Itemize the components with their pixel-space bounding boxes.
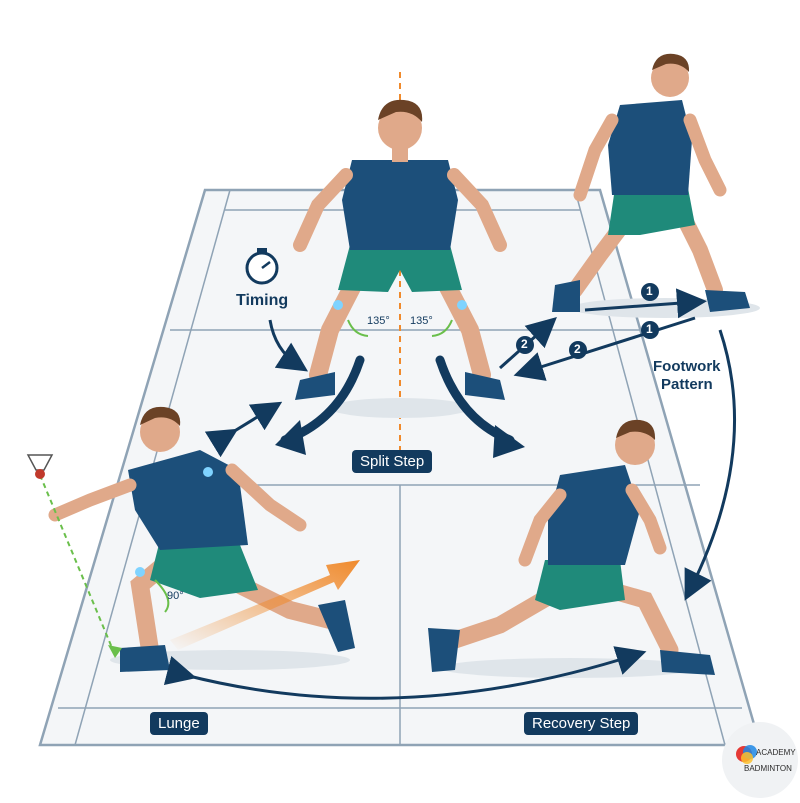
player-lunge [48, 406, 355, 672]
angle-label-right: 135° [410, 315, 433, 327]
split-step-label: Split Step [352, 450, 433, 473]
player-split-step [293, 99, 507, 418]
lunge-label: Lunge [150, 712, 208, 735]
lunge-link-arrow [204, 401, 283, 458]
angle-label-lunge: 90° [167, 590, 184, 602]
lunge-motion-arrow [170, 560, 360, 650]
step-badge-mid-1 [641, 321, 659, 339]
recovery-step-label: Recovery Step [524, 712, 639, 735]
timing-arrow [268, 319, 309, 372]
step-badge-lower-2 [569, 341, 587, 359]
step-number-lower-2: 2 [574, 342, 581, 356]
step-number-mid-1: 1 [646, 322, 653, 336]
player-top-right [552, 53, 760, 318]
step-arrow-mid-1 [513, 316, 696, 381]
step-badge-upper-2 [516, 336, 534, 354]
step-number-upper-2: 2 [521, 337, 528, 351]
step-number-top-1: 1 [646, 284, 653, 298]
footwork-label-line2: Pattern [661, 376, 713, 393]
logo-text-line2: BADMINTON [744, 764, 792, 773]
shuttlecock-icon [26, 454, 54, 479]
angle-arc-left [347, 319, 369, 337]
logo-mark [736, 745, 757, 764]
lunge-recovery-arrow [163, 646, 647, 700]
logo-text-line1: ACADEMY [756, 748, 796, 757]
step-badge-top-1 [641, 283, 659, 301]
angle-arc-lunge [154, 579, 170, 613]
timing-label: Timing [236, 292, 289, 309]
footwork-return-arrow [684, 329, 737, 601]
academy-logo-icon: ACADEMY BADMINTON [722, 722, 798, 798]
stopwatch-icon [245, 248, 279, 285]
angle-arc-right [431, 319, 453, 337]
shuttle-path [39, 474, 116, 656]
footwork-label-line1: Footwork [653, 358, 721, 375]
step-arrow-top-1 [584, 288, 707, 319]
angle-label-left: 135° [367, 315, 390, 327]
